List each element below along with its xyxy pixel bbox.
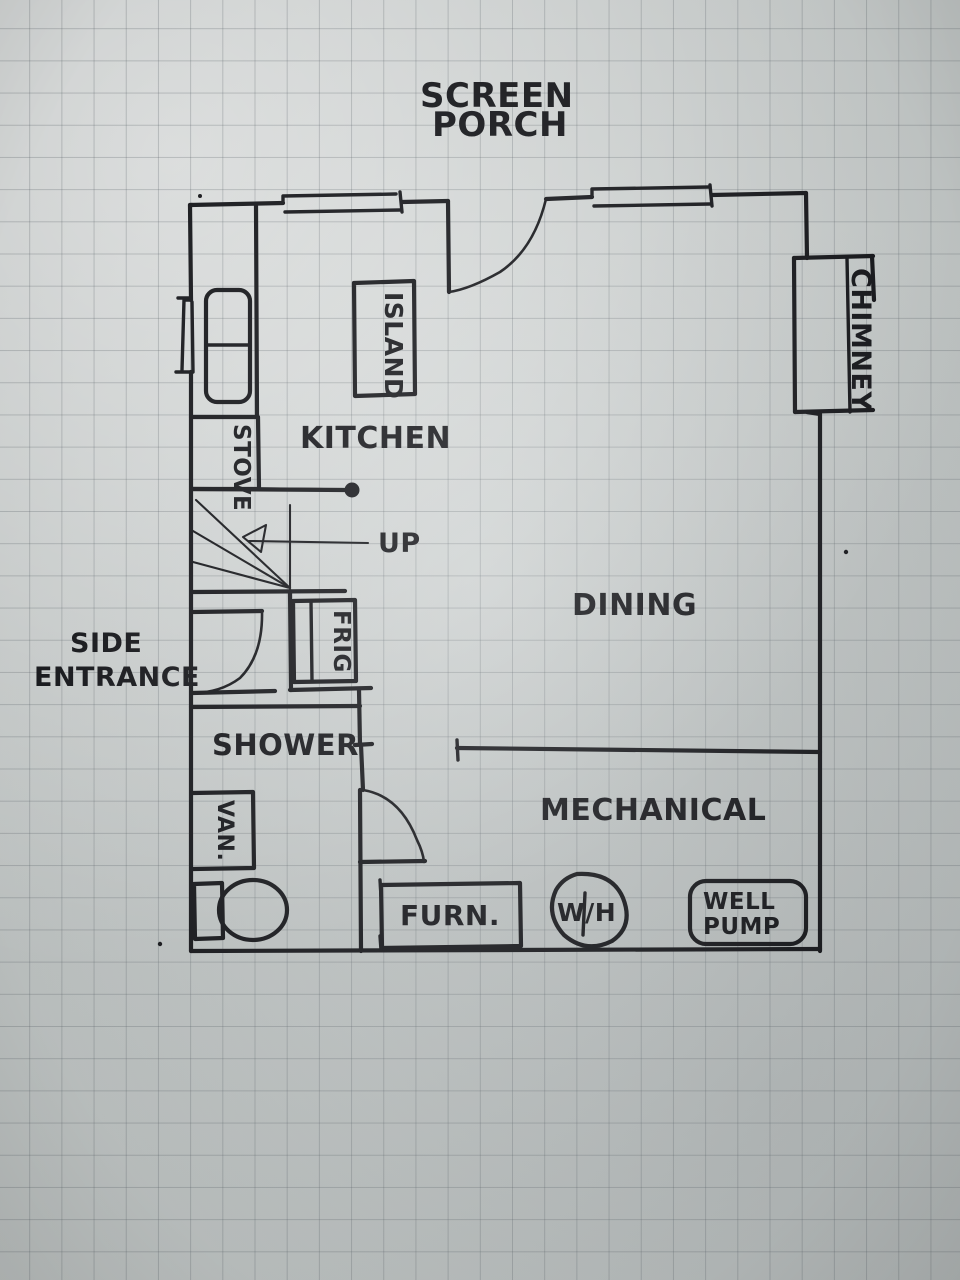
newel-post-dot (344, 482, 360, 498)
door-side-entrance (189, 608, 278, 696)
divider-end-cap (455, 738, 460, 762)
bath-door-leaf (358, 742, 366, 793)
paper-speck (198, 194, 202, 198)
paper-speck (157, 941, 163, 947)
bath-right-wall-a (356, 687, 363, 748)
frig-base-wall (287, 685, 374, 693)
wh-slash (581, 891, 587, 937)
wall-left-a (187, 202, 194, 303)
tread-3 (191, 560, 292, 590)
side-door-threshold (189, 688, 278, 696)
shower-label: SHOWER (212, 728, 359, 762)
stairs: UP (190, 482, 421, 693)
stove-label: STOVE (228, 424, 254, 511)
bath-door-jamb (352, 741, 375, 748)
kitchen-label: KITCHEN (300, 421, 451, 456)
counter-front-edge (253, 202, 260, 420)
window-top-left (281, 190, 404, 214)
wall-right-b (804, 409, 823, 954)
mechanical-divider-wall (454, 738, 823, 762)
chimney-flue-line (845, 256, 852, 414)
stairs-direction-arrowhead (241, 523, 268, 554)
bathroom: SHOWER VAN. (188, 687, 375, 943)
island-label: ISLAND (379, 292, 408, 399)
vanity-label: VAN. (212, 800, 237, 861)
side-door-arc (190, 609, 264, 695)
wall-top-d (709, 190, 809, 198)
island: ISLAND (351, 278, 418, 399)
wall-bottom (188, 946, 823, 954)
door-porch (445, 197, 548, 295)
up-leader-line (247, 539, 370, 545)
window-top-right (590, 183, 714, 208)
paper-speck (843, 549, 849, 555)
water-heater: W/H (549, 871, 629, 949)
bath-partition-wall (357, 787, 364, 954)
tread-2 (191, 529, 292, 590)
bath-top-wall (188, 703, 363, 710)
screen-porch-title: SCREEN PORCH (420, 76, 574, 145)
well-pump: WELL PUMP (687, 878, 809, 947)
furnace: FURN. (378, 878, 524, 952)
frig-label: FRIG (328, 610, 354, 673)
wall-top-c (543, 194, 595, 202)
screen-porch-line2: PORCH (432, 105, 568, 145)
vanity: VAN. (189, 789, 257, 872)
bath-door-arc (361, 788, 426, 864)
dining-label: DINING (572, 588, 697, 623)
exterior-walls (187, 190, 823, 954)
bath-door-threshold (357, 858, 428, 865)
door-bath (357, 742, 428, 954)
sink (203, 287, 253, 405)
mechanical-label: MECHANICAL (540, 793, 766, 828)
chimney-label: CHIMNEY (845, 268, 876, 411)
toilet (191, 877, 290, 943)
side-entrance-annotation: SIDE ENTRANCE (34, 628, 200, 693)
stove-front-edge (255, 414, 262, 492)
wall-right-a (803, 190, 810, 261)
frig: FRIG (287, 597, 374, 693)
window-left (174, 296, 195, 374)
wall-top-a (187, 200, 286, 208)
door-swing-arc (447, 197, 548, 294)
side-entrance-line1: SIDE (70, 628, 142, 659)
toilet-bowl (216, 877, 290, 943)
stair-bottom-wall (190, 588, 348, 595)
kitchen-counter-run: STOVE (188, 202, 262, 511)
well-pump-label-line2: PUMP (703, 914, 780, 940)
frig-door-line (309, 599, 314, 683)
rail-line (257, 487, 348, 492)
screen-porch-line1: SCREEN (420, 76, 574, 116)
well-pump-label-line1: WELL (703, 889, 775, 915)
chimney: CHIMNEY (791, 253, 877, 415)
side-door-head (189, 608, 265, 615)
water-heater-label: W/H (557, 898, 616, 927)
side-entrance-line2: ENTRANCE (34, 662, 200, 693)
furnace-label: FURN. (400, 899, 500, 932)
toilet-tank (191, 880, 226, 942)
door-leaf (445, 198, 452, 295)
stairs-up-label: UP (378, 528, 421, 559)
wall-top-b (399, 198, 451, 205)
stair-side-wall (287, 588, 294, 693)
tread-1 (194, 498, 292, 590)
